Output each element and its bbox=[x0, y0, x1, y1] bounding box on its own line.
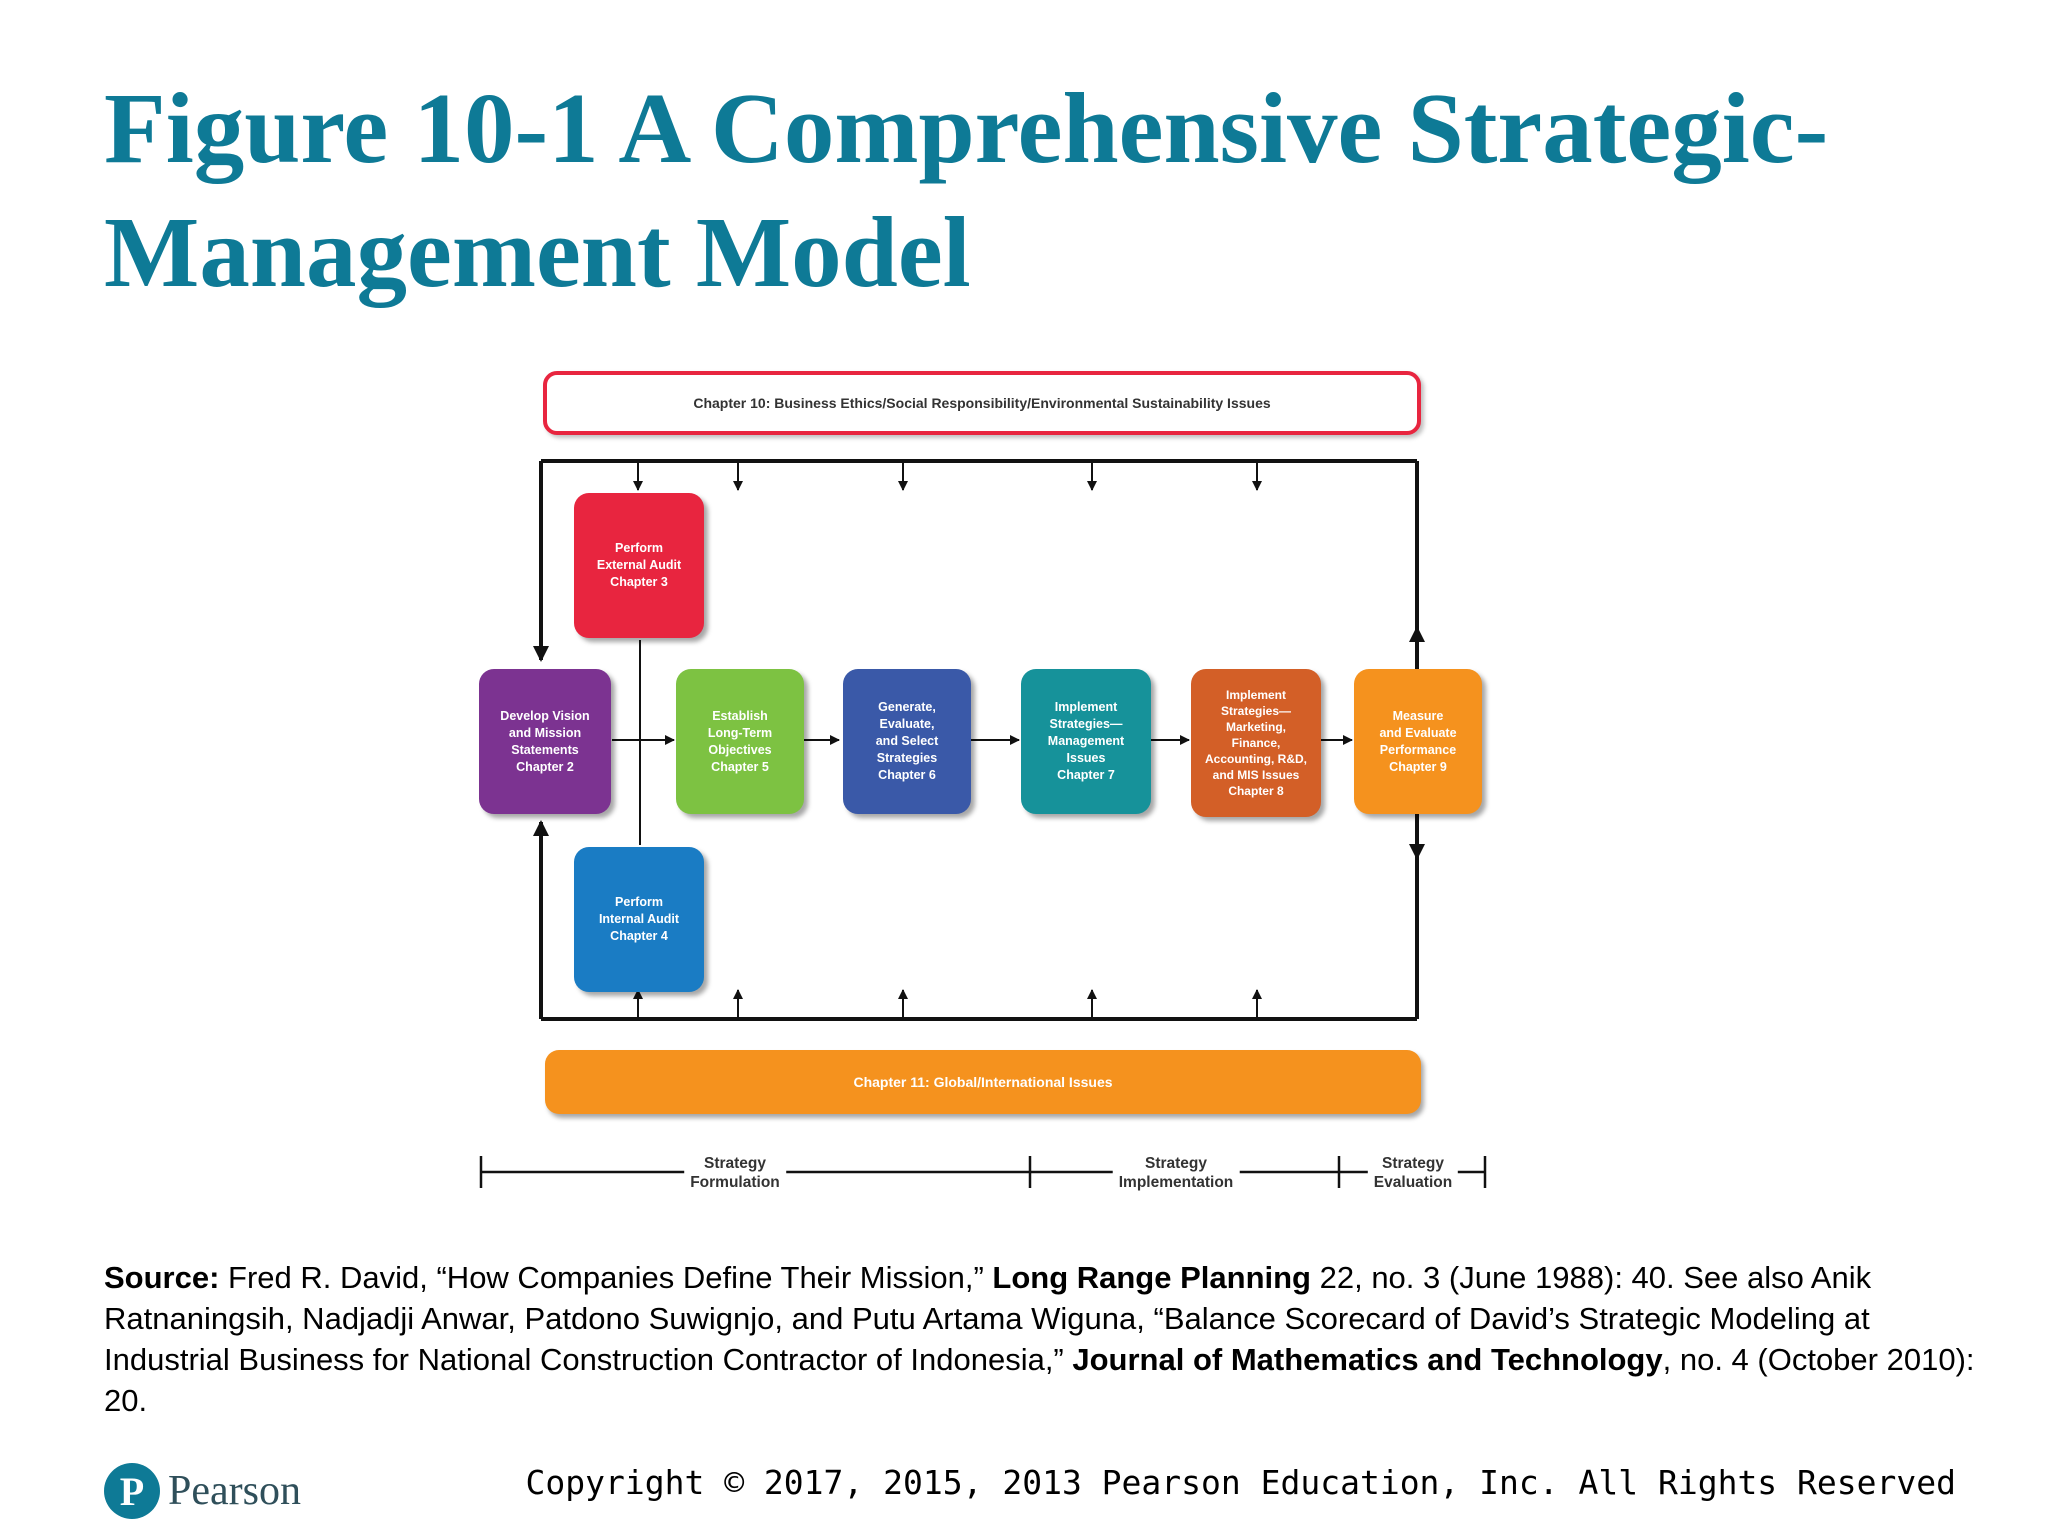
source-text-2: 22, no. 3 (June 1988): 40. See also Anik… bbox=[104, 1260, 1872, 1377]
slide-title: Figure 10-1 A Comprehensive Strategic- M… bbox=[104, 66, 1984, 314]
global-banner: Chapter 11: Global/International Issues bbox=[545, 1050, 1421, 1114]
implement-marketing-label: Implement Strategies— Marketing, Finance… bbox=[1205, 688, 1307, 798]
pearson-logo-icon: P bbox=[104, 1463, 160, 1519]
source-journal-1: Long Range Planning bbox=[992, 1260, 1311, 1295]
measure-evaluate-box: Measure and Evaluate Performance Chapter… bbox=[1354, 669, 1482, 814]
external-audit-label: Perform External Audit Chapter 3 bbox=[596, 541, 682, 589]
slide-title-line-1: Figure 10-1 A Comprehensive Strategic- bbox=[104, 72, 1829, 184]
generate-strategies-box: Generate, Evaluate, and Select Strategie… bbox=[843, 669, 971, 814]
source-citation: Source: Fred R. David, “How Companies De… bbox=[104, 1257, 1984, 1421]
pearson-logo-text: Pearson bbox=[168, 1468, 301, 1514]
phase-evaluation-label: Strategy Evaluation bbox=[1367, 1154, 1459, 1192]
ethics-banner-label: Chapter 10: Business Ethics/Social Respo… bbox=[693, 395, 1271, 411]
vision-mission-box: Develop Vision and Mission Statements Ch… bbox=[479, 669, 611, 814]
vision-mission-label: Develop Vision and Mission Statements Ch… bbox=[500, 708, 590, 774]
external-audit-box: Perform External Audit Chapter 3 bbox=[574, 493, 704, 638]
ethics-influence-arrows bbox=[633, 463, 1262, 491]
measure-evaluate-label: Measure and Evaluate Performance Chapter… bbox=[1379, 708, 1457, 774]
global-influence-arrows bbox=[633, 989, 1262, 1017]
phase-timeline bbox=[479, 1156, 1487, 1188]
ethics-banner: Chapter 10: Business Ethics/Social Respo… bbox=[543, 371, 1421, 435]
source-text-1: Fred R. David, “How Companies Define The… bbox=[219, 1260, 993, 1295]
source-text-3: , no. 4 (October 2010): 20. bbox=[104, 1342, 1975, 1418]
implement-management-box: Implement Strategies— Management Issues … bbox=[1021, 669, 1151, 814]
generate-strategies-label: Generate, Evaluate, and Select Strategie… bbox=[875, 700, 939, 782]
long-term-objectives-label: Establish Long-Term Objectives Chapter 5 bbox=[707, 708, 773, 774]
global-banner-label: Chapter 11: Global/International Issues bbox=[853, 1074, 1113, 1090]
phase-implementation-label: Strategy Implementation bbox=[1112, 1154, 1240, 1192]
pearson-logo: P Pearson bbox=[104, 1463, 301, 1519]
slide-title-line-2: Management Model bbox=[104, 196, 971, 308]
source-journal-2: Journal of Mathematics and Technology bbox=[1072, 1342, 1663, 1377]
implement-management-label: Implement Strategies— Management Issues … bbox=[1047, 700, 1125, 782]
implement-marketing-box: Implement Strategies— Marketing, Finance… bbox=[1191, 669, 1321, 817]
phase-formulation-label: Strategy Formulation bbox=[684, 1154, 786, 1192]
internal-audit-box: Perform Internal Audit Chapter 4 bbox=[574, 847, 704, 992]
long-term-objectives-box: Establish Long-Term Objectives Chapter 5 bbox=[676, 669, 804, 814]
source-lead: Source: bbox=[104, 1260, 220, 1295]
internal-audit-label: Perform Internal Audit Chapter 4 bbox=[598, 895, 680, 943]
copyright-notice: Copyright © 2017, 2015, 2013 Pearson Edu… bbox=[525, 1463, 1956, 1502]
